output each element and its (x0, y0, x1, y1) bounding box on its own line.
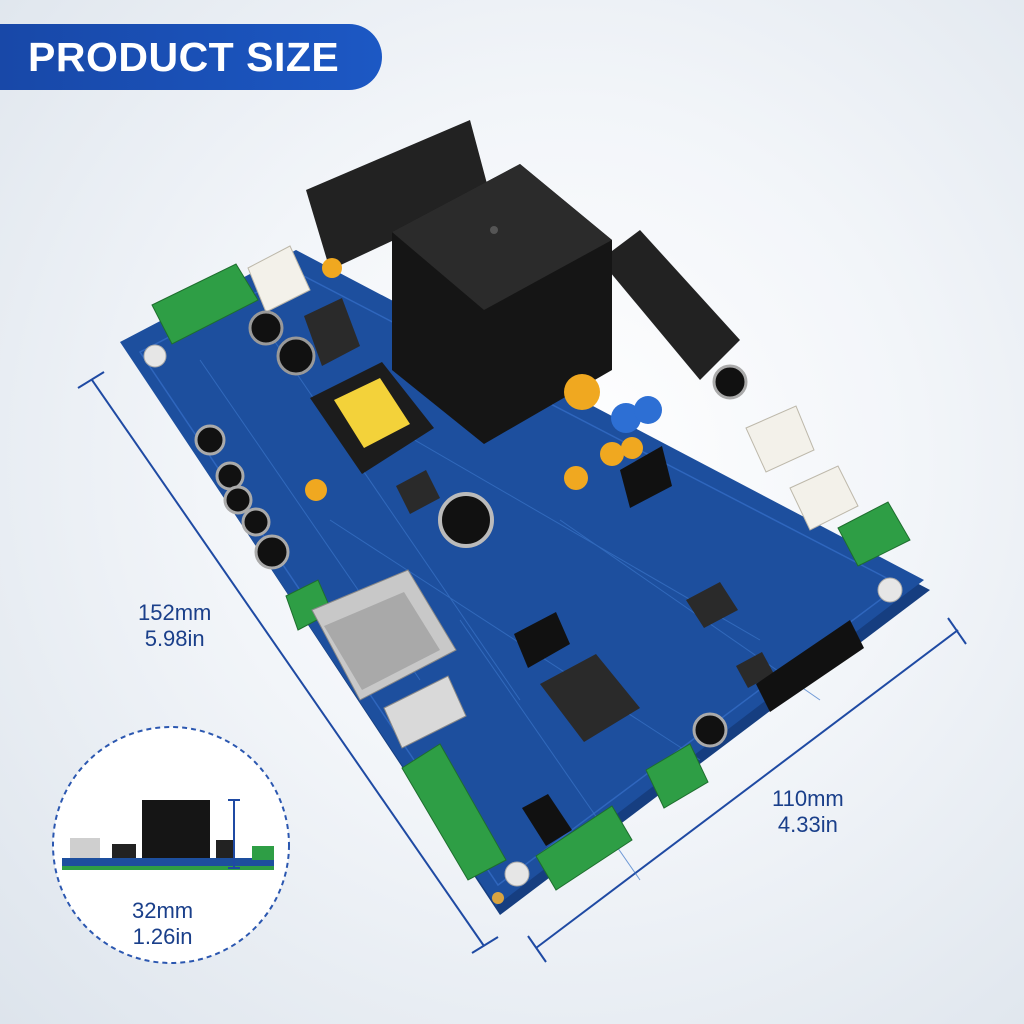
height-mm: 32mm (132, 898, 194, 923)
width-in: 4.33in (777, 812, 838, 837)
height-inset-photo (52, 726, 290, 964)
usb-port (383, 675, 467, 749)
varistors (611, 396, 662, 433)
width-mm: 110mm (772, 786, 844, 811)
pin-headers (514, 446, 864, 846)
width-dimension-line (527, 617, 967, 963)
electrolytic-capacitors (194, 310, 748, 748)
transformer (310, 362, 434, 474)
title-banner: PRODUCT SIZE (0, 24, 382, 90)
width-dimension-label: 110mm 4.33in (772, 786, 844, 838)
microcontroller-chip (540, 654, 640, 742)
ceramic-capacitors (305, 258, 643, 501)
power-relay (392, 164, 612, 444)
length-dimension-label: 152mm 5.98in (138, 600, 211, 652)
length-dimension-line (77, 371, 499, 954)
height-dimension-label: 32mm 1.26in (132, 898, 193, 950)
green-terminal-blocks (151, 263, 911, 891)
barrier-terminals (306, 120, 740, 380)
page-title: PRODUCT SIZE (28, 33, 340, 80)
ethernet-port (311, 569, 457, 701)
white-connectors (247, 245, 859, 531)
length-mm: 152mm (138, 600, 212, 625)
height-in: 1.26in (132, 924, 193, 949)
length-in: 5.98in (144, 626, 205, 651)
